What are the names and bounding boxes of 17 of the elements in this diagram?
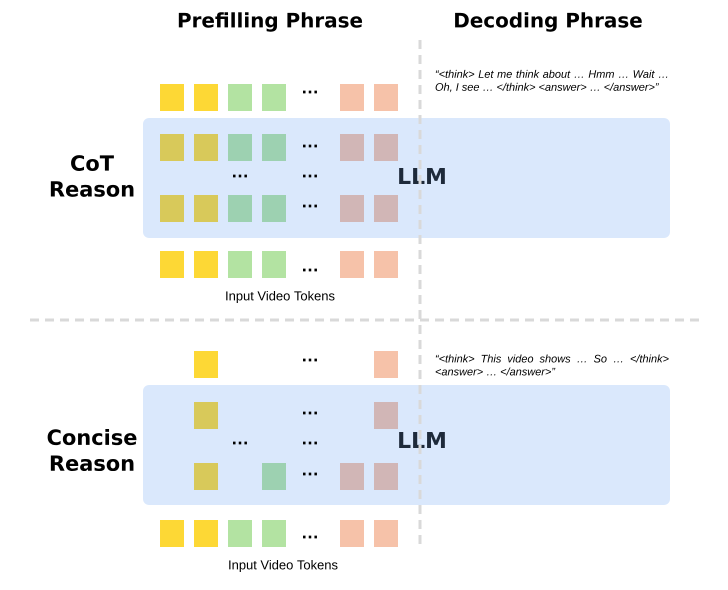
quote-text: “<think> Let me think about … Hmm … Wait … Oh, I see … </think> <answer> … </answer>”: [436, 70, 668, 92]
ellipsis: …: [303, 144, 317, 148]
ellipsis: …: [303, 90, 317, 94]
ellipsis: …: [233, 174, 247, 178]
ellipsis: …: [303, 358, 317, 362]
heading: Decoding Phrase: [455, 12, 642, 32]
ellipsis: …: [303, 536, 317, 538]
ellipsis: …: [303, 472, 317, 476]
ellipsis: …: [303, 442, 317, 444]
ellipsis: …: [303, 412, 317, 414]
caption: Input Video Tokens: [226, 290, 334, 304]
caption: Input Video Tokens: [229, 560, 338, 572]
ellipsis: …: [233, 442, 247, 444]
ellipsis: …: [303, 174, 317, 178]
heading: Prefilling Phrase: [178, 12, 362, 32]
ellipsis: …: [303, 204, 317, 208]
ellipsis: …: [303, 268, 317, 272]
